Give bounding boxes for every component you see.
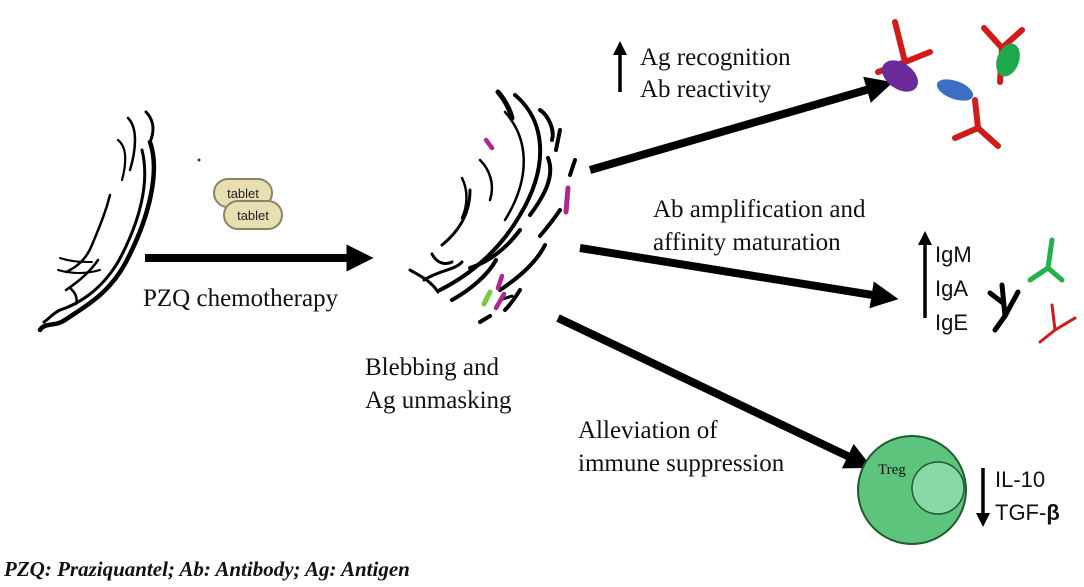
blebbing-label-line1: Blebbing and	[365, 354, 500, 381]
ige-label: IgE	[935, 310, 968, 335]
blebbing-worm-icon	[408, 89, 577, 324]
pzq-label: PZQ chemotherapy	[143, 285, 339, 312]
ab-amplification-label-line1: Ab amplification and	[653, 196, 866, 223]
antibody-icon	[1027, 237, 1065, 283]
tablet-icon: tablet tablet	[213, 178, 283, 230]
alleviation-label-line2: immune suppression	[578, 450, 785, 477]
tgf-beta: β	[1046, 500, 1059, 525]
stray-dot	[197, 158, 201, 162]
tablet-label: tablet	[237, 208, 269, 223]
treg-label: Treg	[878, 462, 906, 478]
antibody-icon	[1038, 303, 1077, 344]
antigen-icon	[936, 79, 974, 101]
antigen-fragments	[481, 137, 571, 311]
antibody-antigen-cluster	[875, 19, 1025, 149]
amplification-arrow	[579, 244, 899, 309]
schistosome-worm-icon	[37, 110, 157, 333]
antigen-icon	[996, 43, 1020, 77]
tgf-prefix: TGF-	[995, 500, 1046, 525]
recognition-arrow	[588, 76, 894, 174]
ab-reactivity-label: Ab reactivity	[640, 76, 772, 103]
tgf-label: TGF-β	[995, 500, 1060, 525]
igm-label: IgM	[935, 242, 972, 267]
antigen-icon	[881, 60, 919, 92]
il10-label: IL-10	[995, 467, 1045, 492]
ag-recognition-label: Ag recognition	[640, 44, 791, 71]
immunoglobulin-cluster	[987, 237, 1077, 344]
footnote: PZQ: Praziquantel; Ab: Antibody; Ag: Ant…	[3, 557, 410, 581]
antibody-icon	[987, 282, 1021, 333]
alleviation-arrow	[556, 314, 873, 469]
blebbing-label-line2: Ag unmasking	[365, 387, 512, 414]
antibody-icon	[952, 97, 1001, 149]
alleviation-label-line1: Alleviation of	[578, 417, 718, 444]
tablet-label: tablet	[227, 186, 259, 201]
ab-amplification-label-line2: affinity maturation	[653, 229, 841, 256]
treg-cell-icon: Treg	[857, 435, 967, 545]
iga-label: IgA	[935, 276, 968, 301]
